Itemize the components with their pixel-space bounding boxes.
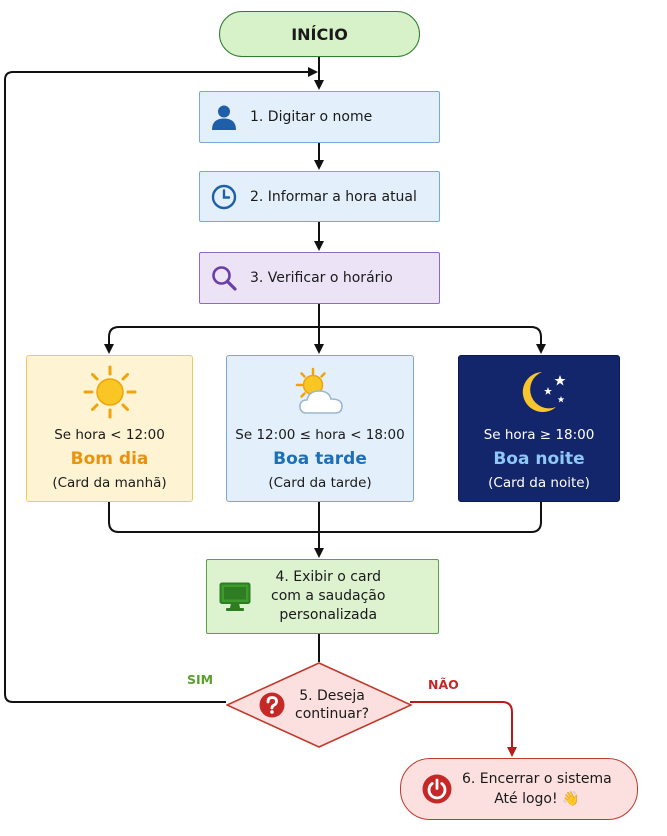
arrow-yes-loop [4, 67, 318, 703]
end-line1: 6. Encerrar o sistema [462, 771, 612, 787]
display-line1: 4. Exibir o card [275, 569, 381, 585]
end-terminal: 6. Encerrar o sistema Até logo! 👋 [400, 758, 638, 820]
end-line2: Até logo! 👋 [494, 791, 580, 807]
moon-stars-icon [522, 372, 566, 412]
display-line2: com a saudação [271, 588, 386, 604]
monitor-icon [219, 582, 251, 611]
decision-line1: 5. Deseja [299, 688, 365, 704]
step-enter-time-label: 2. Informar a hora atual [250, 188, 417, 205]
start-label: INÍCIO [291, 24, 348, 44]
card-morning: Se hora < 12:00 Bom dia (Card da manhã) [26, 355, 193, 502]
connector-morning-out [108, 502, 319, 533]
step-check-time: 3. Verificar o horário [199, 252, 440, 304]
step-display-card: 4. Exibir o card com a saudação personal… [206, 559, 439, 634]
arrow-no-to-end [410, 701, 517, 757]
afternoon-condition: Se 12:00 ≤ hora < 18:00 [235, 427, 405, 443]
morning-condition: Se hora < 12:00 [54, 427, 165, 443]
user-icon [212, 105, 236, 130]
decision-diamond-shape [226, 662, 412, 748]
afternoon-greeting: Boa tarde [273, 449, 367, 469]
morning-card-label: (Card da manhã) [52, 475, 167, 491]
night-greeting: Boa noite [493, 449, 585, 469]
magnifier-icon [212, 266, 237, 291]
decision-line2: continuar? [295, 706, 370, 722]
sun-cloud-icon [295, 367, 343, 414]
arrow-to-morning [104, 326, 120, 354]
display-line3: personalizada [279, 607, 378, 623]
question-icon [259, 692, 285, 718]
power-icon [422, 774, 452, 804]
arrow-to-night [530, 326, 546, 354]
card-night: Se hora ≥ 18:00 Boa noite (Card da noite… [458, 355, 620, 502]
card-afternoon: Se 12:00 ≤ hora < 18:00 Boa tarde (Card … [226, 355, 414, 502]
clock-icon [211, 184, 237, 209]
step-check-time-label: 3. Verificar o horário [250, 270, 393, 286]
night-card-label: (Card da noite) [488, 475, 590, 491]
decision-continue: 5. Deseja continuar? [226, 662, 412, 748]
yes-label: SIM [187, 672, 214, 687]
sun-icon [83, 365, 136, 419]
afternoon-card-label: (Card da tarde) [268, 475, 372, 491]
no-label: NÃO [428, 677, 459, 692]
start-terminal: INÍCIO [219, 11, 420, 57]
night-condition: Se hora ≥ 18:00 [483, 427, 595, 443]
morning-greeting: Bom dia [70, 449, 149, 469]
step-enter-name-label: 1. Digitar o nome [250, 109, 373, 125]
connector-night-out [319, 502, 542, 533]
step-enter-time: 2. Informar a hora atual [199, 171, 440, 222]
step-enter-name: 1. Digitar o nome [199, 91, 440, 143]
